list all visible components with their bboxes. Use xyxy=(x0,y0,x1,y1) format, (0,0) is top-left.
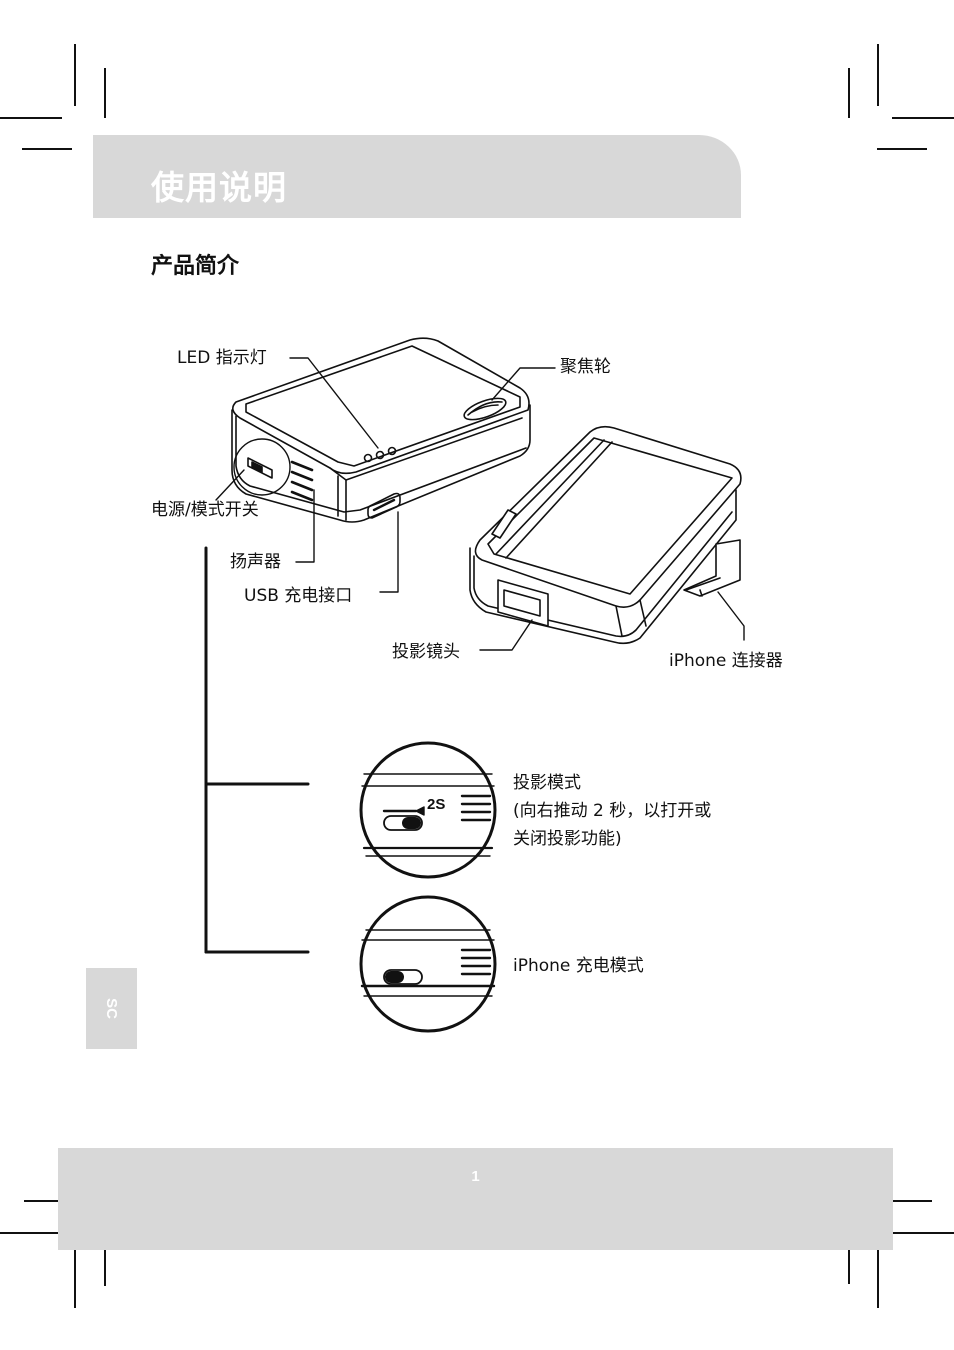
mode-badge-2s: 2S xyxy=(427,796,446,813)
footer-band: 1 xyxy=(58,1148,893,1250)
language-tab-label: SC xyxy=(103,998,120,1019)
label-iphone-connector: iPhone 连接器 xyxy=(669,651,783,671)
projection-mode-detail xyxy=(361,773,495,857)
page-title: 使用说明 xyxy=(151,168,287,207)
label-speaker: 扬声器 xyxy=(230,552,281,572)
charging-mode-zoom xyxy=(359,895,497,1033)
label-led-indicator: LED 指示灯 xyxy=(177,348,267,368)
label-power-switch: 电源/模式开关 xyxy=(151,500,259,520)
projection-mode-zoom xyxy=(359,741,497,879)
label-focus-wheel: 聚焦轮 xyxy=(560,357,611,377)
projection-mode-desc-1: (向右推动 2 秒，以打开或 xyxy=(513,801,712,821)
language-tab: SC xyxy=(86,968,137,1049)
projection-mode-title: 投影模式 xyxy=(513,773,581,793)
label-projection-lens: 投影镜头 xyxy=(392,642,460,662)
projector-device-front xyxy=(231,337,531,523)
projection-mode-desc-2: 关闭投影功能) xyxy=(513,829,622,849)
section-heading: 产品简介 xyxy=(151,254,240,279)
header-band xyxy=(93,135,741,218)
page-number: 1 xyxy=(471,1168,480,1185)
charging-mode-detail xyxy=(360,929,496,997)
projector-device-back xyxy=(469,425,742,645)
label-usb-port: USB 充电接口 xyxy=(244,586,353,606)
charging-mode-title: iPhone 充电模式 xyxy=(513,956,644,976)
